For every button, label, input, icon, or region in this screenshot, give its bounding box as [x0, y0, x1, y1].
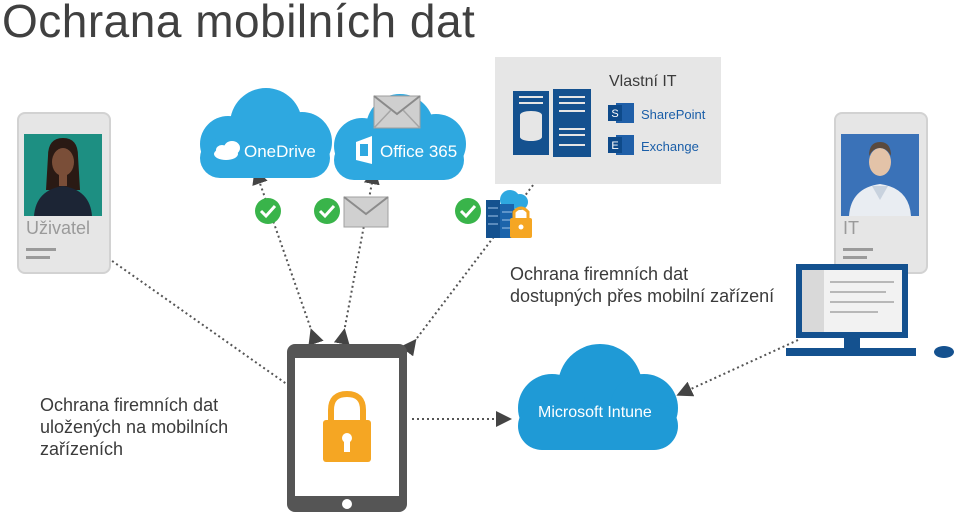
- line-user-to-tablet: [107, 257, 289, 386]
- text-line: [26, 256, 50, 259]
- intune-label: Microsoft Intune: [538, 404, 652, 421]
- check-icon: [455, 198, 481, 224]
- caption-line: uložených na mobilních: [40, 417, 229, 437]
- caption-line: dostupných přes mobilní zařízení: [510, 286, 775, 306]
- user-phone: Uživatel: [17, 112, 111, 274]
- sharepoint-icon: S: [608, 103, 634, 123]
- home-button: [342, 499, 352, 509]
- sharepoint-label: SharePoint: [641, 107, 706, 122]
- lock-icon: [323, 390, 371, 462]
- own-it-title: Vlastní IT: [609, 73, 677, 90]
- envelope-icon: [343, 196, 389, 228]
- server-lock-icon: [486, 190, 532, 238]
- office-icon: [356, 136, 372, 164]
- exchange-icon: E: [608, 135, 634, 155]
- exchange-label: Exchange: [641, 139, 699, 154]
- check-icon: [255, 198, 281, 224]
- check-icon: [314, 198, 340, 224]
- envelope-icon: [373, 95, 421, 129]
- caption-line: Ochrana firemních dat: [510, 264, 689, 284]
- office365-label: Office 365: [380, 142, 458, 161]
- user-avatar: [24, 134, 102, 216]
- it-phone: IT: [834, 112, 928, 274]
- text-line: [26, 248, 56, 251]
- line-onedrive-tablet: [252, 168, 324, 346]
- user-label: Uživatel: [26, 218, 91, 238]
- onedrive-cloud: [200, 88, 332, 178]
- text-line: [843, 248, 873, 251]
- line-ownit-tablet: [400, 164, 549, 357]
- onedrive-icon: [214, 141, 240, 160]
- page-title: Ochrana mobilních dat: [2, 0, 476, 47]
- computer-icon: [786, 264, 954, 358]
- svg-text:E: E: [611, 140, 618, 152]
- intune-cloud: [518, 344, 678, 450]
- it-label: IT: [843, 218, 859, 238]
- line-office-tablet: [333, 168, 380, 346]
- caption-line: zařízeních: [40, 439, 124, 459]
- onedrive-label: OneDrive: [244, 142, 316, 161]
- text-line: [843, 256, 867, 259]
- svg-text:S: S: [611, 108, 618, 120]
- server-icon: [513, 89, 591, 157]
- own-it-box: Vlastní IT S SharePoint E Exchange: [495, 57, 721, 184]
- it-avatar: [841, 134, 919, 216]
- caption-line: Ochrana firemních dat: [40, 395, 219, 415]
- caption-stored-data: Ochrana firemních dat uložených na mobil…: [40, 394, 228, 460]
- tablet: [287, 344, 407, 512]
- caption-mobile-access: Ochrana firemních dat dostupných přes mo…: [510, 263, 774, 307]
- line-it-intune: [676, 339, 799, 397]
